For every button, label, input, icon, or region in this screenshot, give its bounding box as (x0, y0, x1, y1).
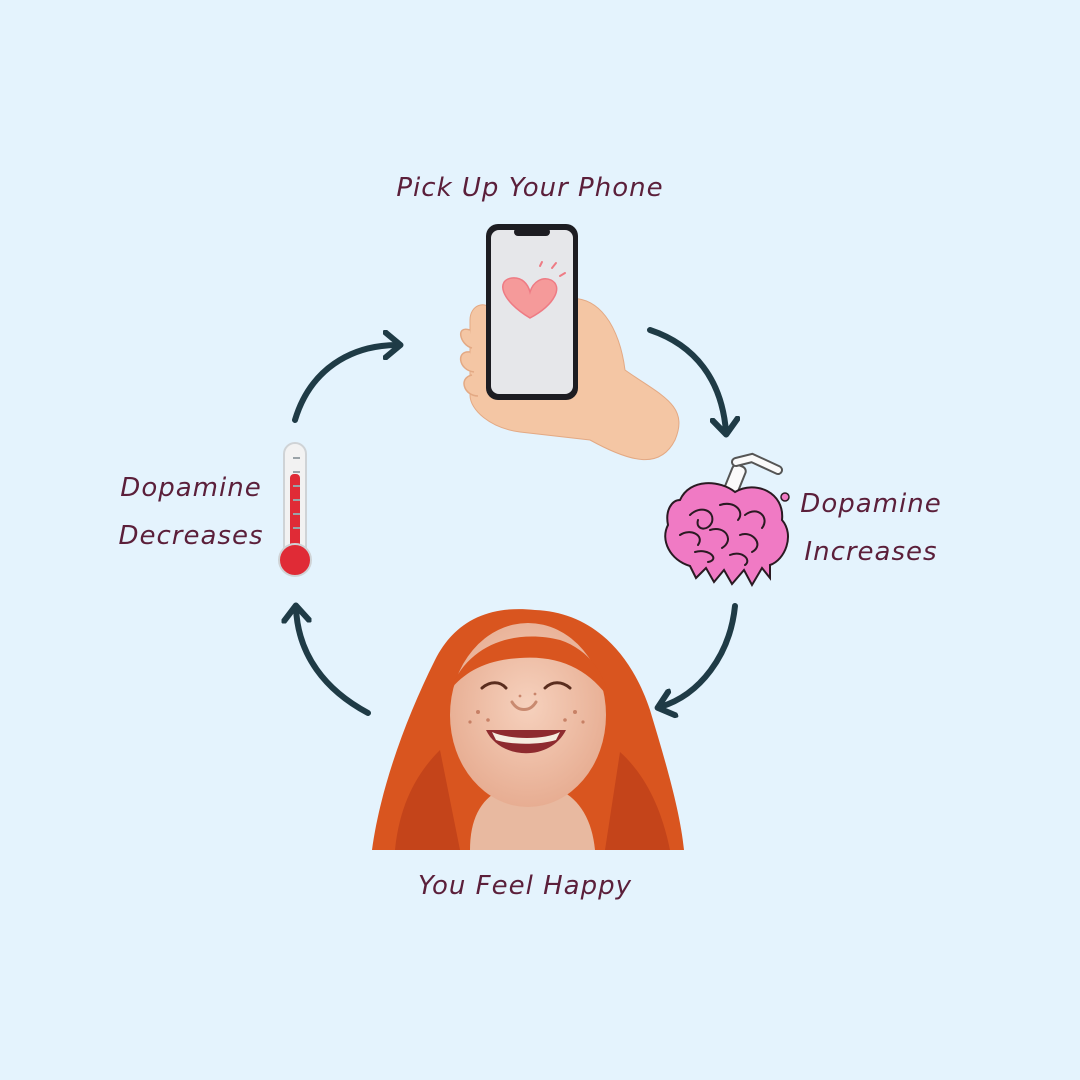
label-line: Dopamine (800, 489, 942, 519)
laughing-child-photo (372, 609, 684, 850)
label-line: Increases (804, 537, 938, 567)
thermometer-icon (278, 442, 312, 577)
step-label-dopamine-decreases: Dopamine Decreases (116, 464, 266, 560)
label-line: You Feel Happy (418, 871, 632, 901)
arrow-decreases-to-phone (292, 345, 398, 423)
step-label-dopamine-increases: Dopamine Increases (796, 480, 946, 576)
arrow-happy-to-decreases (296, 608, 371, 716)
hand-holding-phone-icon (460, 224, 680, 461)
arrow-phone-to-increases (647, 327, 726, 432)
arrow-increases-to-happy (660, 603, 738, 707)
label-line: Pick Up Your Phone (396, 173, 664, 203)
step-label-pick-up-phone: Pick Up Your Phone (380, 164, 680, 212)
label-line: Dopamine (120, 473, 262, 503)
step-label-you-feel-happy: You Feel Happy (400, 862, 650, 910)
label-line: Decreases (118, 521, 264, 551)
heart-icon (502, 277, 558, 319)
brain-with-straw-icon (664, 452, 790, 588)
